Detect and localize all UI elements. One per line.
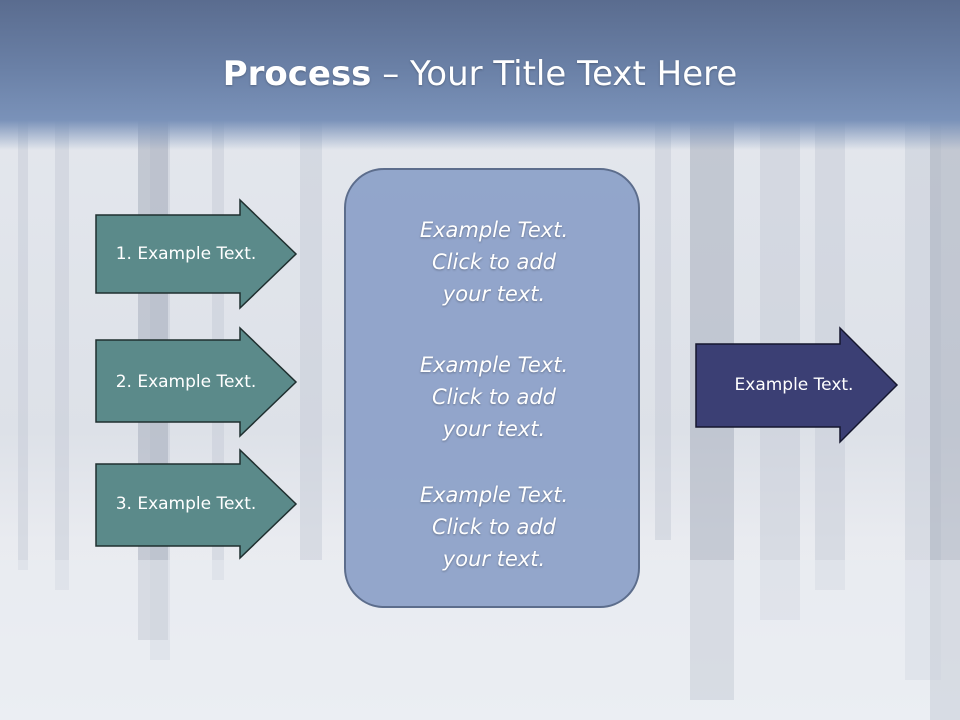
input-arrow-2[interactable]: 2. Example Text. xyxy=(94,326,298,438)
title-bold: Process xyxy=(222,54,372,94)
title-rest: – Your Title Text Here xyxy=(371,54,738,94)
input-arrow-1[interactable]: 1. Example Text. xyxy=(94,198,298,310)
process-text-line: Click to add xyxy=(431,515,556,539)
output-arrow-label: Example Text. xyxy=(734,375,854,395)
process-text-line: Example Text. xyxy=(419,483,569,507)
input-arrow-label: 3. Example Text. xyxy=(115,494,257,514)
arrow-shape xyxy=(95,326,298,438)
process-text-3[interactable]: Example Text. Click to add your text. xyxy=(346,479,642,575)
process-text-line: your text. xyxy=(442,547,546,571)
input-arrow-label: 1. Example Text. xyxy=(115,244,257,264)
process-text-line: Click to add xyxy=(431,385,556,409)
process-text-line: your text. xyxy=(442,417,546,441)
title-bar xyxy=(0,0,960,150)
process-text-1[interactable]: Example Text. Click to add your text. xyxy=(346,214,642,310)
input-arrow-3[interactable]: 3. Example Text. xyxy=(94,448,298,560)
arrow-shape xyxy=(695,326,899,444)
slide-title[interactable]: Process – Your Title Text Here xyxy=(0,52,960,96)
input-arrow-label: 2. Example Text. xyxy=(115,372,257,392)
process-text-line: Click to add xyxy=(431,250,556,274)
process-text-line: Example Text. xyxy=(419,353,569,377)
output-arrow[interactable]: Example Text. xyxy=(694,326,900,444)
arrow-shape xyxy=(95,448,298,560)
process-text-line: Example Text. xyxy=(419,218,569,242)
process-text-line: your text. xyxy=(442,282,546,306)
process-box[interactable]: Example Text. Click to add your text. Ex… xyxy=(344,168,640,608)
process-text-2[interactable]: Example Text. Click to add your text. xyxy=(346,349,642,445)
arrow-shape xyxy=(95,198,298,310)
